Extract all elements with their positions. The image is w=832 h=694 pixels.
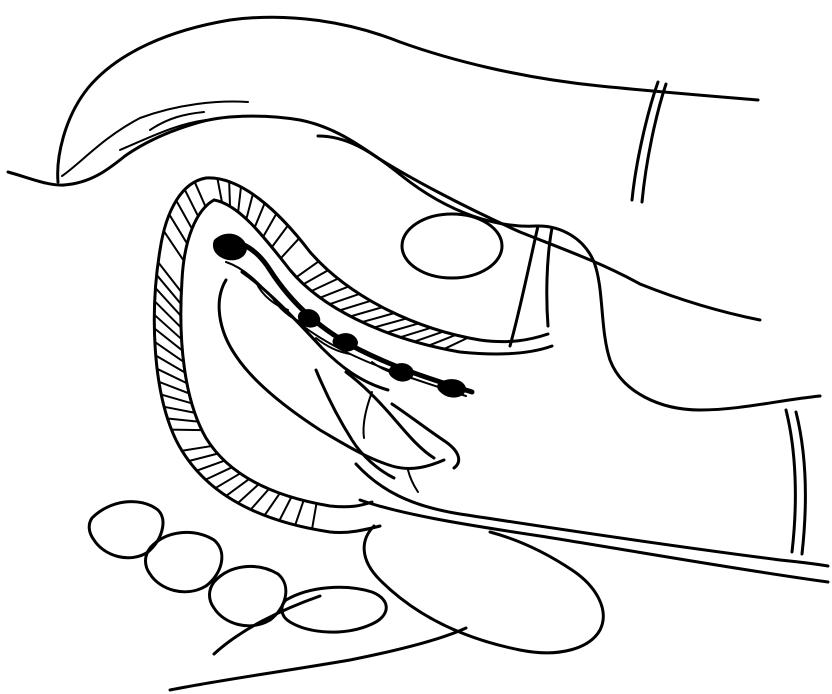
wall-striation	[272, 225, 288, 247]
wall-striation	[176, 201, 192, 229]
wall-striation	[155, 342, 184, 362]
wall-striation	[429, 335, 456, 346]
wall-striation	[414, 332, 443, 342]
wall-striation	[238, 187, 241, 212]
wall-striation	[351, 307, 383, 316]
wall-striation	[296, 261, 318, 277]
wall-striation	[164, 231, 184, 261]
wall-striation	[154, 328, 182, 350]
wall-striation	[164, 407, 195, 413]
wall-striation	[182, 446, 211, 451]
wall-striation	[400, 328, 430, 337]
wall-striation	[154, 315, 181, 339]
wall-striation	[279, 497, 291, 520]
wall-striation	[444, 338, 468, 349]
wall-striation	[330, 294, 360, 304]
wall-striation	[189, 454, 218, 461]
wall-striation	[265, 493, 280, 515]
wall-striation	[340, 301, 371, 311]
wall-striation	[362, 313, 394, 322]
wall-striation	[263, 214, 276, 237]
wall-striation	[251, 489, 269, 509]
wall-striation	[157, 275, 181, 304]
wall-striation	[320, 287, 348, 298]
wall-striation	[295, 501, 303, 526]
wall-striation	[238, 484, 259, 503]
wall-striation	[161, 395, 191, 404]
wall-striation	[215, 473, 240, 488]
wall-striation	[206, 467, 232, 479]
spine-segments	[89, 502, 386, 632]
wall-striation	[374, 319, 406, 328]
wall-striation	[158, 262, 181, 292]
wall-striation	[168, 419, 198, 422]
wall-striation	[255, 203, 265, 227]
tissue-band	[213, 234, 472, 398]
wall-striation	[217, 179, 222, 203]
wall-striation	[226, 479, 249, 496]
hatched-oval	[402, 214, 502, 278]
wall-striation	[169, 214, 187, 243]
wall-striation	[229, 182, 230, 207]
wall-striation	[312, 503, 316, 528]
wall-striation	[159, 382, 189, 394]
wall-striation	[156, 288, 181, 316]
wall-striation	[387, 323, 419, 332]
wall-striation	[195, 182, 206, 207]
upper-hand	[8, 17, 760, 320]
wall-striation	[197, 461, 225, 471]
wall-striation	[304, 270, 329, 284]
wall-striation	[185, 190, 198, 217]
wall-striation	[312, 279, 339, 291]
wall-striation	[155, 301, 181, 327]
wall-striation	[246, 194, 252, 219]
wall-striation	[281, 238, 299, 258]
